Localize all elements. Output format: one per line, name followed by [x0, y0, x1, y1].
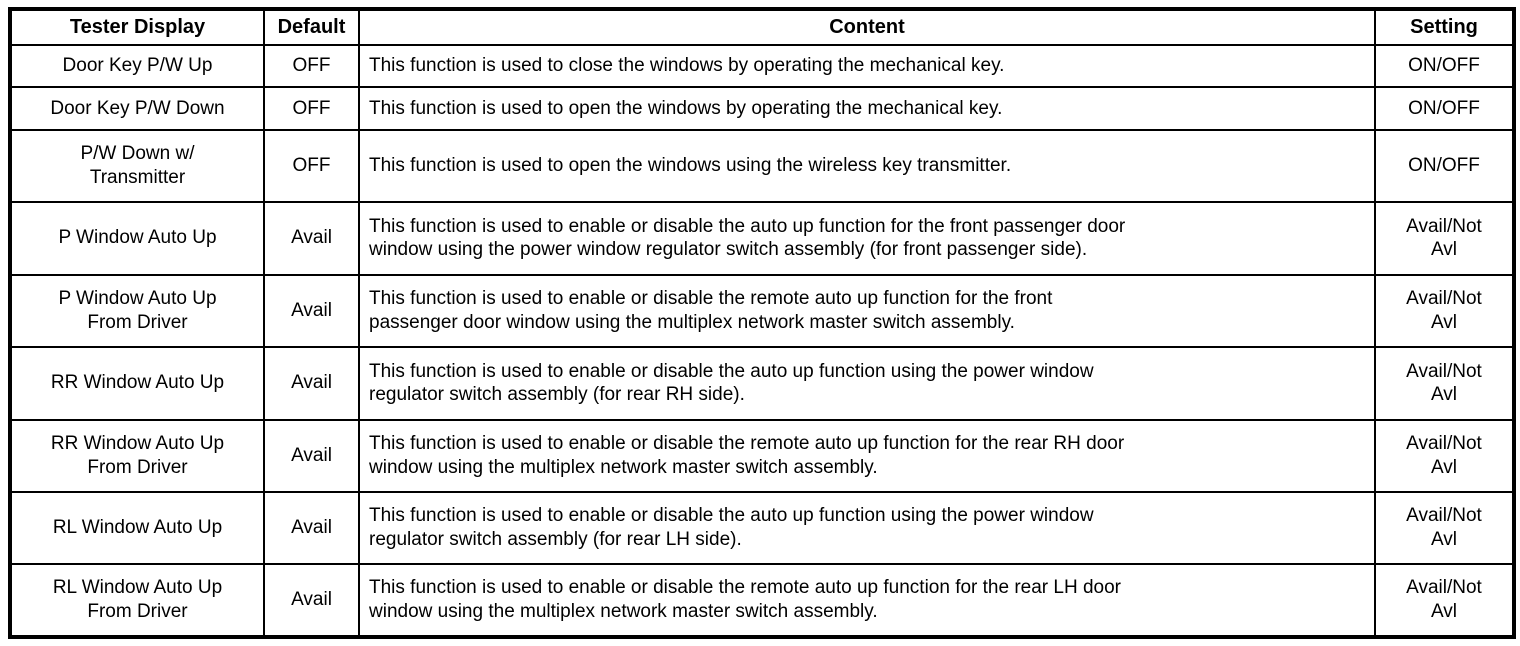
- default-cell: Avail: [263, 418, 360, 493]
- table-row: Door Key P/W Down OFF This function is u…: [9, 86, 1515, 131]
- setting-cell: Avail/Not Avl: [1374, 273, 1515, 349]
- setting-cell: Avail/Not Avl: [1374, 201, 1515, 276]
- content-cell: This function is used to enable or disab…: [358, 201, 1376, 276]
- default-cell: OFF: [263, 128, 360, 204]
- column-header-default: Default: [263, 8, 360, 46]
- default-cell: Avail: [263, 490, 360, 566]
- content-cell: This function is used to close the windo…: [358, 43, 1376, 89]
- table-row: P Window Auto Up Avail This function is …: [9, 201, 1515, 276]
- column-header-tester-display: Tester Display: [9, 8, 265, 46]
- column-header-setting: Setting: [1374, 8, 1515, 46]
- table-row: RR Window Auto Up From Driver Avail This…: [9, 418, 1515, 493]
- setting-cell: Avail/Not Avl: [1374, 563, 1515, 638]
- default-cell: Avail: [263, 346, 360, 421]
- setting-cell: Avail/Not Avl: [1374, 490, 1515, 566]
- tester-display-cell: Door Key P/W Up: [9, 43, 265, 89]
- tester-display-customization-table: Tester Display Default Content Setting D…: [8, 7, 1516, 639]
- content-cell: This function is used to open the window…: [358, 128, 1376, 204]
- tester-display-cell: RL Window Auto Up From Driver: [9, 563, 265, 638]
- tester-display-cell: RR Window Auto Up From Driver: [9, 418, 265, 493]
- content-cell: This function is used to enable or disab…: [358, 418, 1376, 493]
- table-row: Door Key P/W Up OFF This function is use…: [9, 43, 1515, 89]
- content-cell: This function is used to enable or disab…: [358, 563, 1376, 638]
- content-cell: This function is used to enable or disab…: [358, 490, 1376, 566]
- default-cell: OFF: [263, 86, 360, 131]
- content-cell: This function is used to enable or disab…: [358, 346, 1376, 421]
- default-cell: OFF: [263, 43, 360, 89]
- tester-display-cell: P Window Auto Up From Driver: [9, 273, 265, 349]
- tester-display-cell: RR Window Auto Up: [9, 346, 265, 421]
- table-header-row: Tester Display Default Content Setting: [9, 8, 1515, 46]
- content-cell: This function is used to enable or disab…: [358, 273, 1376, 349]
- default-cell: Avail: [263, 201, 360, 276]
- table-row: P Window Auto Up From Driver Avail This …: [9, 273, 1515, 349]
- setting-cell: ON/OFF: [1374, 128, 1515, 204]
- default-cell: Avail: [263, 273, 360, 349]
- table-row: RL Window Auto Up Avail This function is…: [9, 490, 1515, 566]
- tester-display-cell: P/W Down w/ Transmitter: [9, 128, 265, 204]
- tester-display-cell: P Window Auto Up: [9, 201, 265, 276]
- table-row: P/W Down w/ Transmitter OFF This functio…: [9, 128, 1515, 204]
- setting-cell: Avail/Not Avl: [1374, 418, 1515, 493]
- setting-cell: ON/OFF: [1374, 43, 1515, 89]
- setting-cell: ON/OFF: [1374, 86, 1515, 131]
- content-cell: This function is used to open the window…: [358, 86, 1376, 131]
- setting-cell: Avail/Not Avl: [1374, 346, 1515, 421]
- table-row: RL Window Auto Up From Driver Avail This…: [9, 563, 1515, 638]
- default-cell: Avail: [263, 563, 360, 638]
- table-row: RR Window Auto Up Avail This function is…: [9, 346, 1515, 421]
- tester-display-cell: Door Key P/W Down: [9, 86, 265, 131]
- column-header-content: Content: [358, 8, 1376, 46]
- tester-display-cell: RL Window Auto Up: [9, 490, 265, 566]
